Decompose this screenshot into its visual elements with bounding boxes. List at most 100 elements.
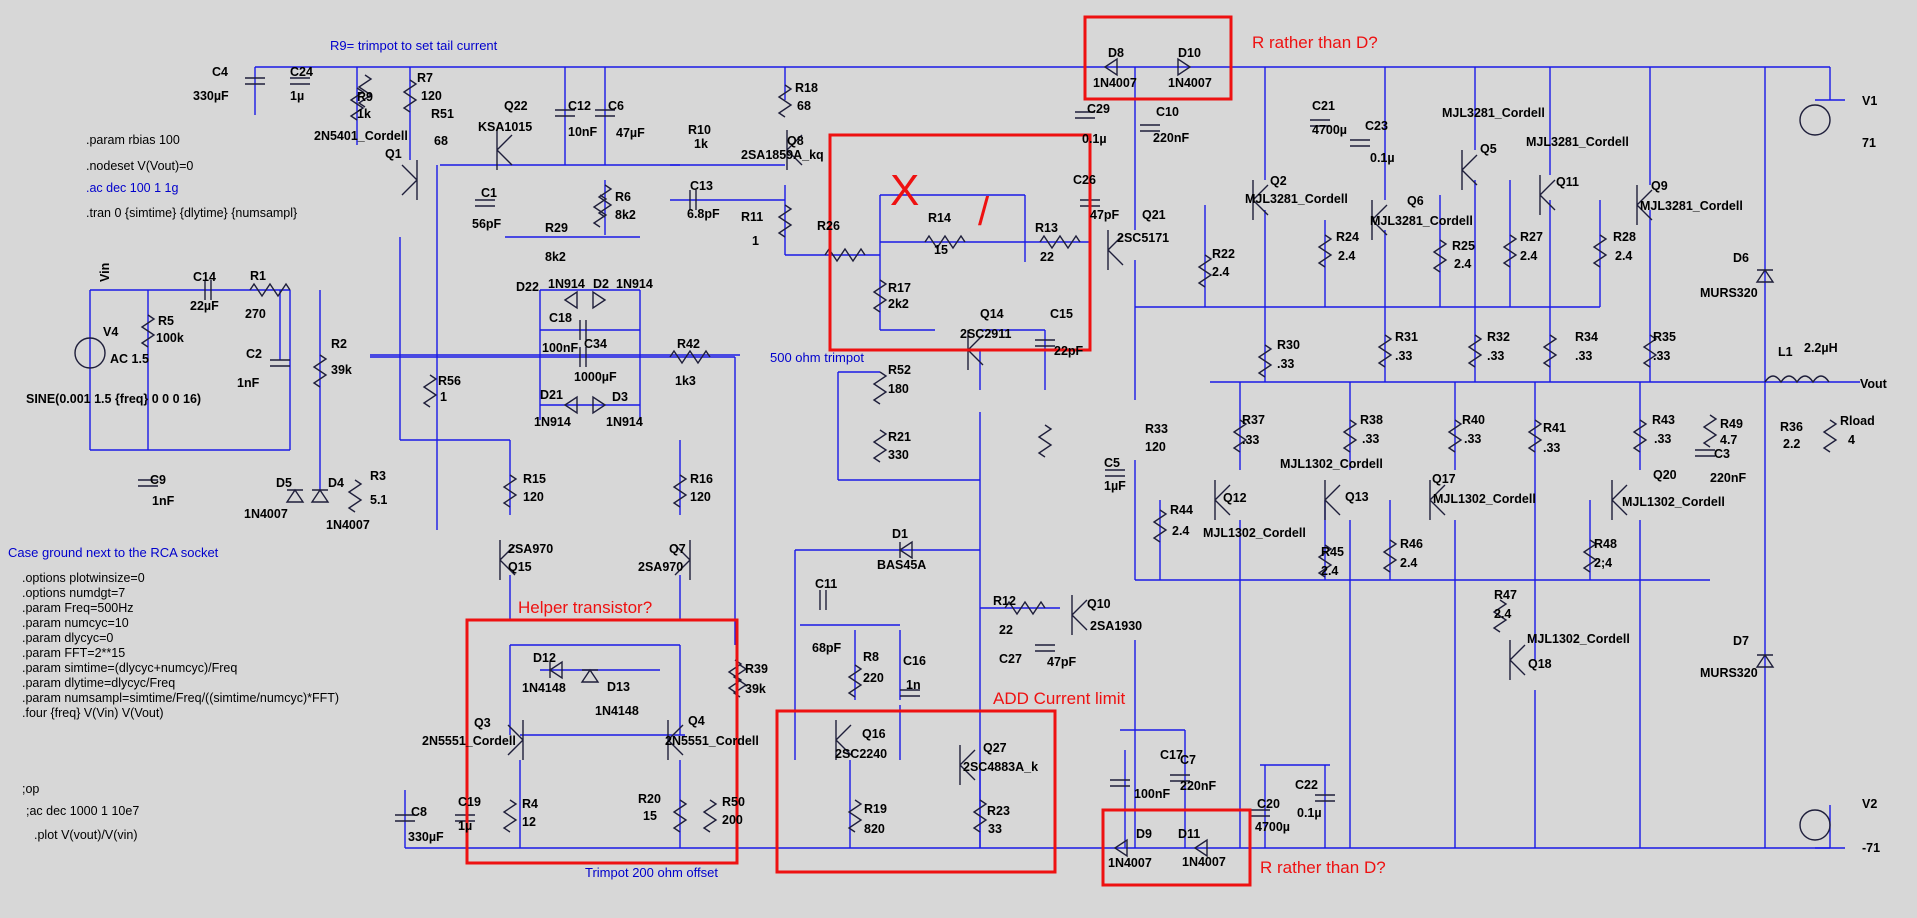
label-q18: Q18 xyxy=(1528,657,1552,671)
directive-top-1: .nodeset V(Vout)=0 xyxy=(86,159,193,173)
label-r37: R37 xyxy=(1242,413,1265,427)
label-r31: R31 xyxy=(1395,330,1418,344)
label-r30: R30 xyxy=(1277,338,1300,352)
directives-options: .options plotwinsize=0 .options numdgt=7… xyxy=(22,571,339,720)
label-r36: R36 xyxy=(1780,420,1803,434)
label-r44-val: 2.4 xyxy=(1172,524,1189,538)
annotation-r-rather-top: R rather than D? xyxy=(1252,33,1378,52)
label-c34-val: 1000µF xyxy=(574,370,617,384)
label-q20-val: MJL1302_Cordell xyxy=(1622,495,1725,509)
label-c12: C12 xyxy=(568,99,591,113)
label-c17: C17 xyxy=(1160,748,1183,762)
label-c8-val: 330µF xyxy=(408,830,444,844)
label-r25-val: 2.4 xyxy=(1454,257,1471,271)
label-r20: R20 xyxy=(638,792,661,806)
label-c7: C7 xyxy=(1180,753,1196,767)
label-c29-val: 0.1µ xyxy=(1082,132,1107,146)
label-q21-val: 2SC5171 xyxy=(1117,231,1169,245)
label-d7: D7 xyxy=(1733,634,1749,648)
diode-symbols xyxy=(285,57,1775,858)
label-r8: R8 xyxy=(863,650,879,664)
label-r15-val: 120 xyxy=(523,490,544,504)
annotation-r-rather-bottom: R rather than D? xyxy=(1260,858,1386,877)
label-d21: D21 xyxy=(540,388,563,402)
label-d13: D13 xyxy=(607,680,630,694)
label-d22: D22 xyxy=(516,280,539,294)
label-r46: R46 xyxy=(1400,537,1423,551)
directive-bottom-0: ;op xyxy=(22,782,39,796)
label-r29: R29 xyxy=(545,221,568,235)
label-r17-val: 2k2 xyxy=(888,297,909,311)
label-c6-val: 47µF xyxy=(616,126,645,140)
label-r27: R27 xyxy=(1520,230,1543,244)
label-r49-val: 4.7 xyxy=(1720,433,1737,447)
label-q10-val: 2SA1930 xyxy=(1090,619,1142,633)
label-r45-val: 2.4 xyxy=(1321,564,1338,578)
label-c15: C15 xyxy=(1050,307,1073,321)
label-r32: R32 xyxy=(1487,330,1510,344)
label-r5-val: 100k xyxy=(156,331,184,345)
label-c27-val: 47pF xyxy=(1047,655,1077,669)
label-r41: R41 xyxy=(1543,421,1566,435)
label-q13-val: MJL1302_Cordell xyxy=(1280,457,1383,471)
label-r19: R19 xyxy=(864,802,887,816)
label-r42-val: 1k3 xyxy=(675,374,696,388)
label-r39: R39 xyxy=(745,662,768,676)
label-c1-val: 56pF xyxy=(472,217,502,231)
label-r22-val: 2.4 xyxy=(1212,265,1229,279)
directive-opt-1: .options numdgt=7 xyxy=(22,586,125,600)
label-d10-val: 1N4007 xyxy=(1168,76,1212,90)
label-r5: R5 xyxy=(158,314,174,328)
label-r23-val: 33 xyxy=(988,822,1002,836)
label-r39-val: 39k xyxy=(745,682,766,696)
label-r9-val: 1k xyxy=(357,107,371,121)
label-r8-val: 220 xyxy=(863,671,884,685)
label-c15-val: 22pF xyxy=(1054,344,1084,358)
label-r18: R18 xyxy=(795,81,818,95)
label-c9-val: 1nF xyxy=(152,494,175,508)
label-l1-val: 2.2µH xyxy=(1804,341,1838,355)
label-c6: C6 xyxy=(608,99,624,113)
label-v4-val: AC 1.5 xyxy=(110,352,149,366)
label-q1: Q1 xyxy=(385,147,402,161)
label-q9-val: MJL3281_Cordell xyxy=(1640,199,1743,213)
label-c2-val: 1nF xyxy=(237,376,260,390)
annotation-helper: Helper transistor? xyxy=(518,598,652,617)
label-c24-val: 1µ xyxy=(290,89,304,103)
label-q22: Q22 xyxy=(504,99,528,113)
component-labels: Vin Vout V4 AC 1.5 SINE(0.001 1.5 {freq}… xyxy=(26,46,1888,870)
directive-opt-9: .four {freq} V(Vin) V(Vout) xyxy=(22,706,164,720)
label-c11-val: 68pF xyxy=(812,641,842,655)
label-r50-val: 200 xyxy=(722,813,743,827)
label-r51: R51 xyxy=(431,107,454,121)
label-d8-val: 1N4007 xyxy=(1093,76,1137,90)
label-r14-val: 15 xyxy=(934,243,948,257)
label-r13-val: 22 xyxy=(1040,250,1054,264)
label-r48: R48 xyxy=(1594,537,1617,551)
label-c12-val: 10nF xyxy=(568,125,598,139)
label-c22-val: 0.1µ xyxy=(1297,806,1322,820)
label-c10-val: 220nF xyxy=(1153,131,1189,145)
label-c20-val: 4700µ xyxy=(1255,820,1290,834)
label-q13: Q13 xyxy=(1345,490,1369,504)
label-r17: R17 xyxy=(888,281,911,295)
label-r46-val: 2.4 xyxy=(1400,556,1417,570)
label-r33-val: 120 xyxy=(1145,440,1166,454)
label-vout: Vout xyxy=(1860,377,1888,391)
label-c11: C11 xyxy=(815,577,837,591)
label-v4: V4 xyxy=(103,325,118,339)
label-r14: R14 xyxy=(928,211,951,225)
label-q12-val: MJL1302_Cordell xyxy=(1203,526,1306,540)
label-q27: Q27 xyxy=(983,741,1007,755)
label-v1-val: 71 xyxy=(1862,136,1876,150)
label-d7-val: MURS320 xyxy=(1700,666,1758,680)
label-c4: C4 xyxy=(212,65,228,79)
label-q3: Q3 xyxy=(474,716,491,730)
label-q7-val: 2SA970 xyxy=(638,560,683,574)
label-r29-val: 8k2 xyxy=(545,250,566,264)
directive-opt-5: .param FFT=2**15 xyxy=(22,646,125,660)
label-l1: L1 xyxy=(1778,345,1793,359)
label-d11: D11 xyxy=(1178,827,1200,841)
label-q2: Q2 xyxy=(1270,174,1287,188)
label-r44: R44 xyxy=(1170,503,1193,517)
